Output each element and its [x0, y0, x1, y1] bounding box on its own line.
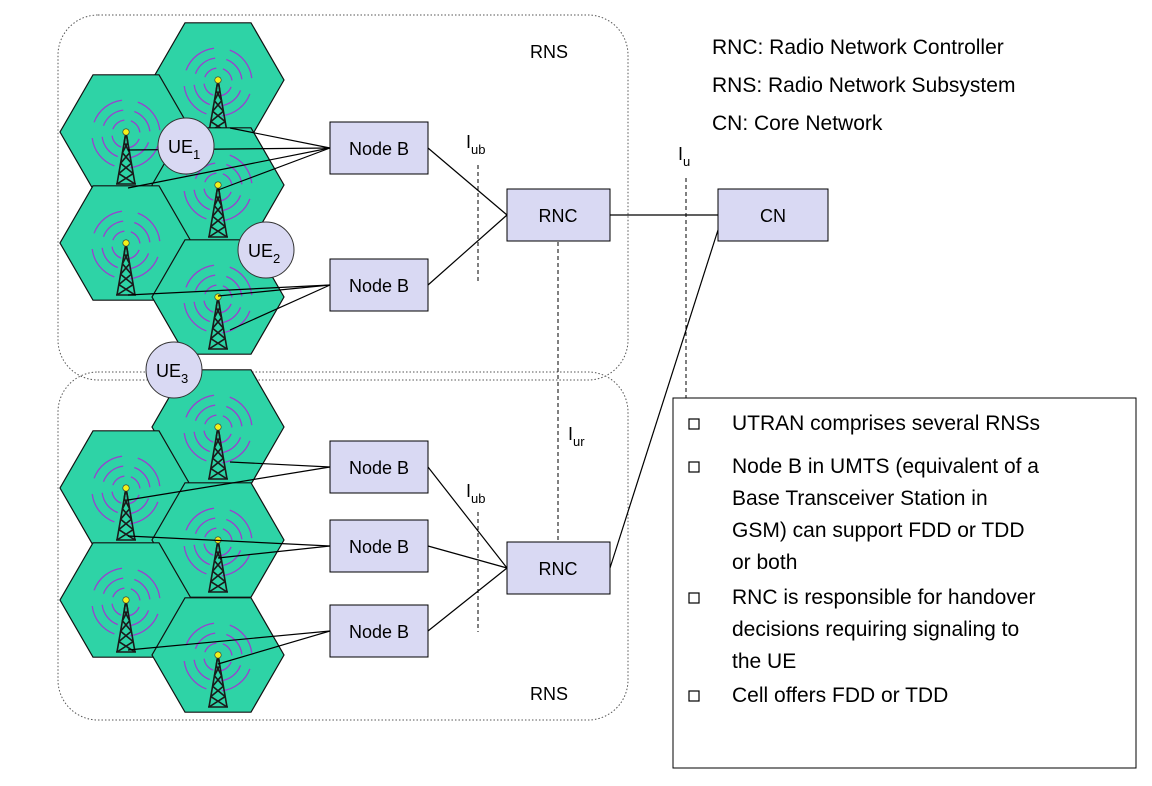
cell-4 [59, 185, 193, 301]
note-item: UTRAN comprises several RNSs [688, 412, 1040, 435]
node-b-bottom-3: Node B [329, 604, 429, 658]
antenna-tip [214, 651, 222, 659]
radio-waves-icon [183, 507, 253, 577]
iub-label-top: Iub [466, 132, 485, 157]
tower-icon [116, 599, 136, 653]
antenna-tip [122, 128, 130, 136]
bullet-icon [688, 592, 700, 604]
legend: RNC: Radio Network Controller RNS: Radio… [712, 36, 1015, 135]
note-item: RNC is responsible for handover decisions… [688, 586, 1035, 673]
antenna-tip [122, 239, 130, 247]
rns-label-bottom: RNS [530, 684, 568, 704]
note-line: Base Transceiver Station in [732, 487, 988, 510]
radio-waves-icon [91, 210, 161, 280]
legend-rns: RNS: Radio Network Subsystem [712, 74, 1015, 97]
iub-label-bottom: Iub [466, 481, 485, 506]
iu-label: Iu [678, 144, 690, 169]
cell-10 [151, 597, 285, 713]
tower-icon [116, 242, 136, 296]
note-line: RNC is responsible for handover [732, 586, 1035, 609]
rns-boundary-top [57, 14, 629, 381]
cell-2 [59, 74, 193, 190]
svg-text:UE1: UE1 [168, 137, 200, 162]
bullet-icon [688, 418, 700, 430]
note-line: or both [732, 551, 797, 574]
rnc-bottom: RNC [506, 541, 611, 595]
antenna-tip [122, 596, 130, 604]
rns-boundary-bottom [57, 371, 629, 721]
node-b-label: Node B [349, 139, 409, 159]
cn-label: CN [760, 206, 786, 226]
node-b-label: Node B [349, 622, 409, 642]
radio-waves-icon [91, 99, 161, 169]
antenna-tip [214, 181, 222, 189]
node-b-bottom-1: Node B [329, 440, 429, 494]
cell-1 [151, 22, 285, 138]
note-line: GSM) can support FDD or TDD [732, 519, 1025, 542]
radio-waves-icon [183, 394, 253, 464]
tower-icon [116, 487, 136, 541]
ue-3: UE3 [145, 341, 203, 399]
antenna-tip [214, 76, 222, 84]
tower-icon [208, 296, 228, 350]
svg-text:UE2: UE2 [248, 241, 280, 266]
tower-icon [208, 426, 228, 480]
ue-2: UE2 [237, 221, 295, 279]
radio-waves-icon [183, 622, 253, 692]
radio-waves-icon [91, 455, 161, 525]
note-line: Cell offers FDD or TDD [732, 684, 948, 707]
antenna-tip [214, 293, 222, 301]
bullet-icon [688, 690, 700, 702]
bullet-icon [688, 461, 700, 473]
tower-icon [116, 131, 136, 185]
note-line: decisions requiring signaling to [732, 618, 1019, 641]
cell-cluster [59, 22, 285, 713]
radio-waves-icon [183, 264, 253, 334]
legend-rnc: RNC: Radio Network Controller [712, 36, 1004, 59]
rnc-label: RNC [539, 206, 578, 226]
rnc-label: RNC [539, 559, 578, 579]
rns-label-top: RNS [530, 42, 568, 62]
rnc-top: RNC [506, 188, 611, 242]
cn-box: CN [717, 188, 829, 242]
note-item: Cell offers FDD or TDD [688, 684, 948, 707]
radio-waves-icon [91, 567, 161, 637]
antenna-tip [122, 484, 130, 492]
node-b-label: Node B [349, 276, 409, 296]
iur-label: Iur [568, 424, 585, 449]
node-b-bottom-2: Node B [329, 519, 429, 573]
tower-icon [208, 539, 228, 593]
node-b-label: Node B [349, 537, 409, 557]
node-b-top-1: Node B [329, 121, 429, 175]
cell-7 [59, 430, 193, 546]
svg-text:UE3: UE3 [156, 361, 188, 386]
antenna-tip [214, 423, 222, 431]
node-b-label: Node B [349, 458, 409, 478]
node-b-top-2: Node B [329, 258, 429, 312]
note-line: UTRAN comprises several RNSs [732, 412, 1040, 435]
note-item: Node B in UMTS (equivalent of a Base Tran… [688, 455, 1039, 574]
ue-1: UE1 [157, 117, 215, 175]
note-line: Node B in UMTS (equivalent of a [732, 455, 1039, 478]
note-line: the UE [732, 650, 796, 673]
legend-cn: CN: Core Network [712, 112, 883, 135]
cell-6 [151, 369, 285, 485]
